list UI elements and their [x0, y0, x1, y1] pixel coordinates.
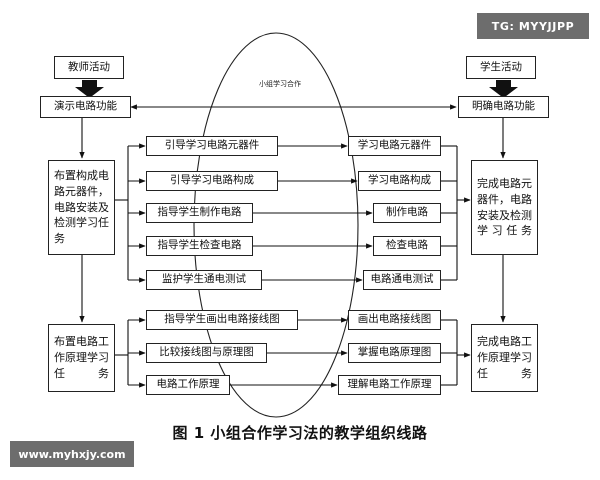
- circuit-principle-box: 电路工作原理: [146, 375, 230, 395]
- learn-component-box: 学习电路元器件: [348, 136, 441, 156]
- teacher-down-arrow: [75, 80, 104, 98]
- draw-wiring-box: 画出电路接线图: [348, 310, 441, 330]
- student-activity-header: 学生活动: [466, 56, 536, 79]
- figure-caption: 图 1 小组合作学习法的教学组织线路: [172, 424, 428, 442]
- guide-component-box: 引导学习电路元器件: [146, 136, 278, 156]
- check-circuit-box: 检查电路: [373, 236, 441, 256]
- cooperation-oval: [193, 32, 359, 418]
- clarify-circuit-function-box: 明确电路功能: [458, 96, 549, 118]
- guide-draw-wiring-box: 指导学生画出电路接线图: [146, 310, 298, 330]
- teacher-activity-header: 教师活动: [54, 56, 124, 79]
- understand-principle-box: 理解电路工作原理: [338, 375, 441, 395]
- compare-diagram-box: 比较接线图与原理图: [146, 343, 267, 363]
- teacher-task2-box: 布置电路工作原理学习任务: [48, 324, 115, 392]
- watermark-bottom[interactable]: www.myhxjy.com: [10, 441, 134, 467]
- demo-circuit-function-box: 演示电路功能: [40, 96, 131, 118]
- student-complete2-box: 完成电路工作原理学习任务: [471, 324, 538, 392]
- watermark-top: TG: MYYJJPP: [477, 13, 589, 39]
- guide-check-circuit-box: 指导学生检查电路: [146, 236, 253, 256]
- student-down-arrow: [489, 80, 518, 98]
- circuit-power-test-box: 电路通电测试: [363, 270, 441, 290]
- master-schematic-box: 掌握电路原理图: [348, 343, 441, 363]
- student-complete1-box: 完成电路元器件，电路安装及检测学习任务: [471, 160, 538, 255]
- oval-label: 小组学习合作: [259, 80, 301, 88]
- supervise-test-box: 监护学生通电测试: [146, 270, 262, 290]
- make-circuit-box: 制作电路: [373, 203, 441, 223]
- teacher-task1-box: 布置构成电路元器件，电路安装及检测学习任务: [48, 160, 115, 255]
- learn-composition-box: 学习电路构成: [358, 171, 441, 191]
- guide-composition-box: 引导学习电路构成: [146, 171, 278, 191]
- guide-make-circuit-box: 指导学生制作电路: [146, 203, 253, 223]
